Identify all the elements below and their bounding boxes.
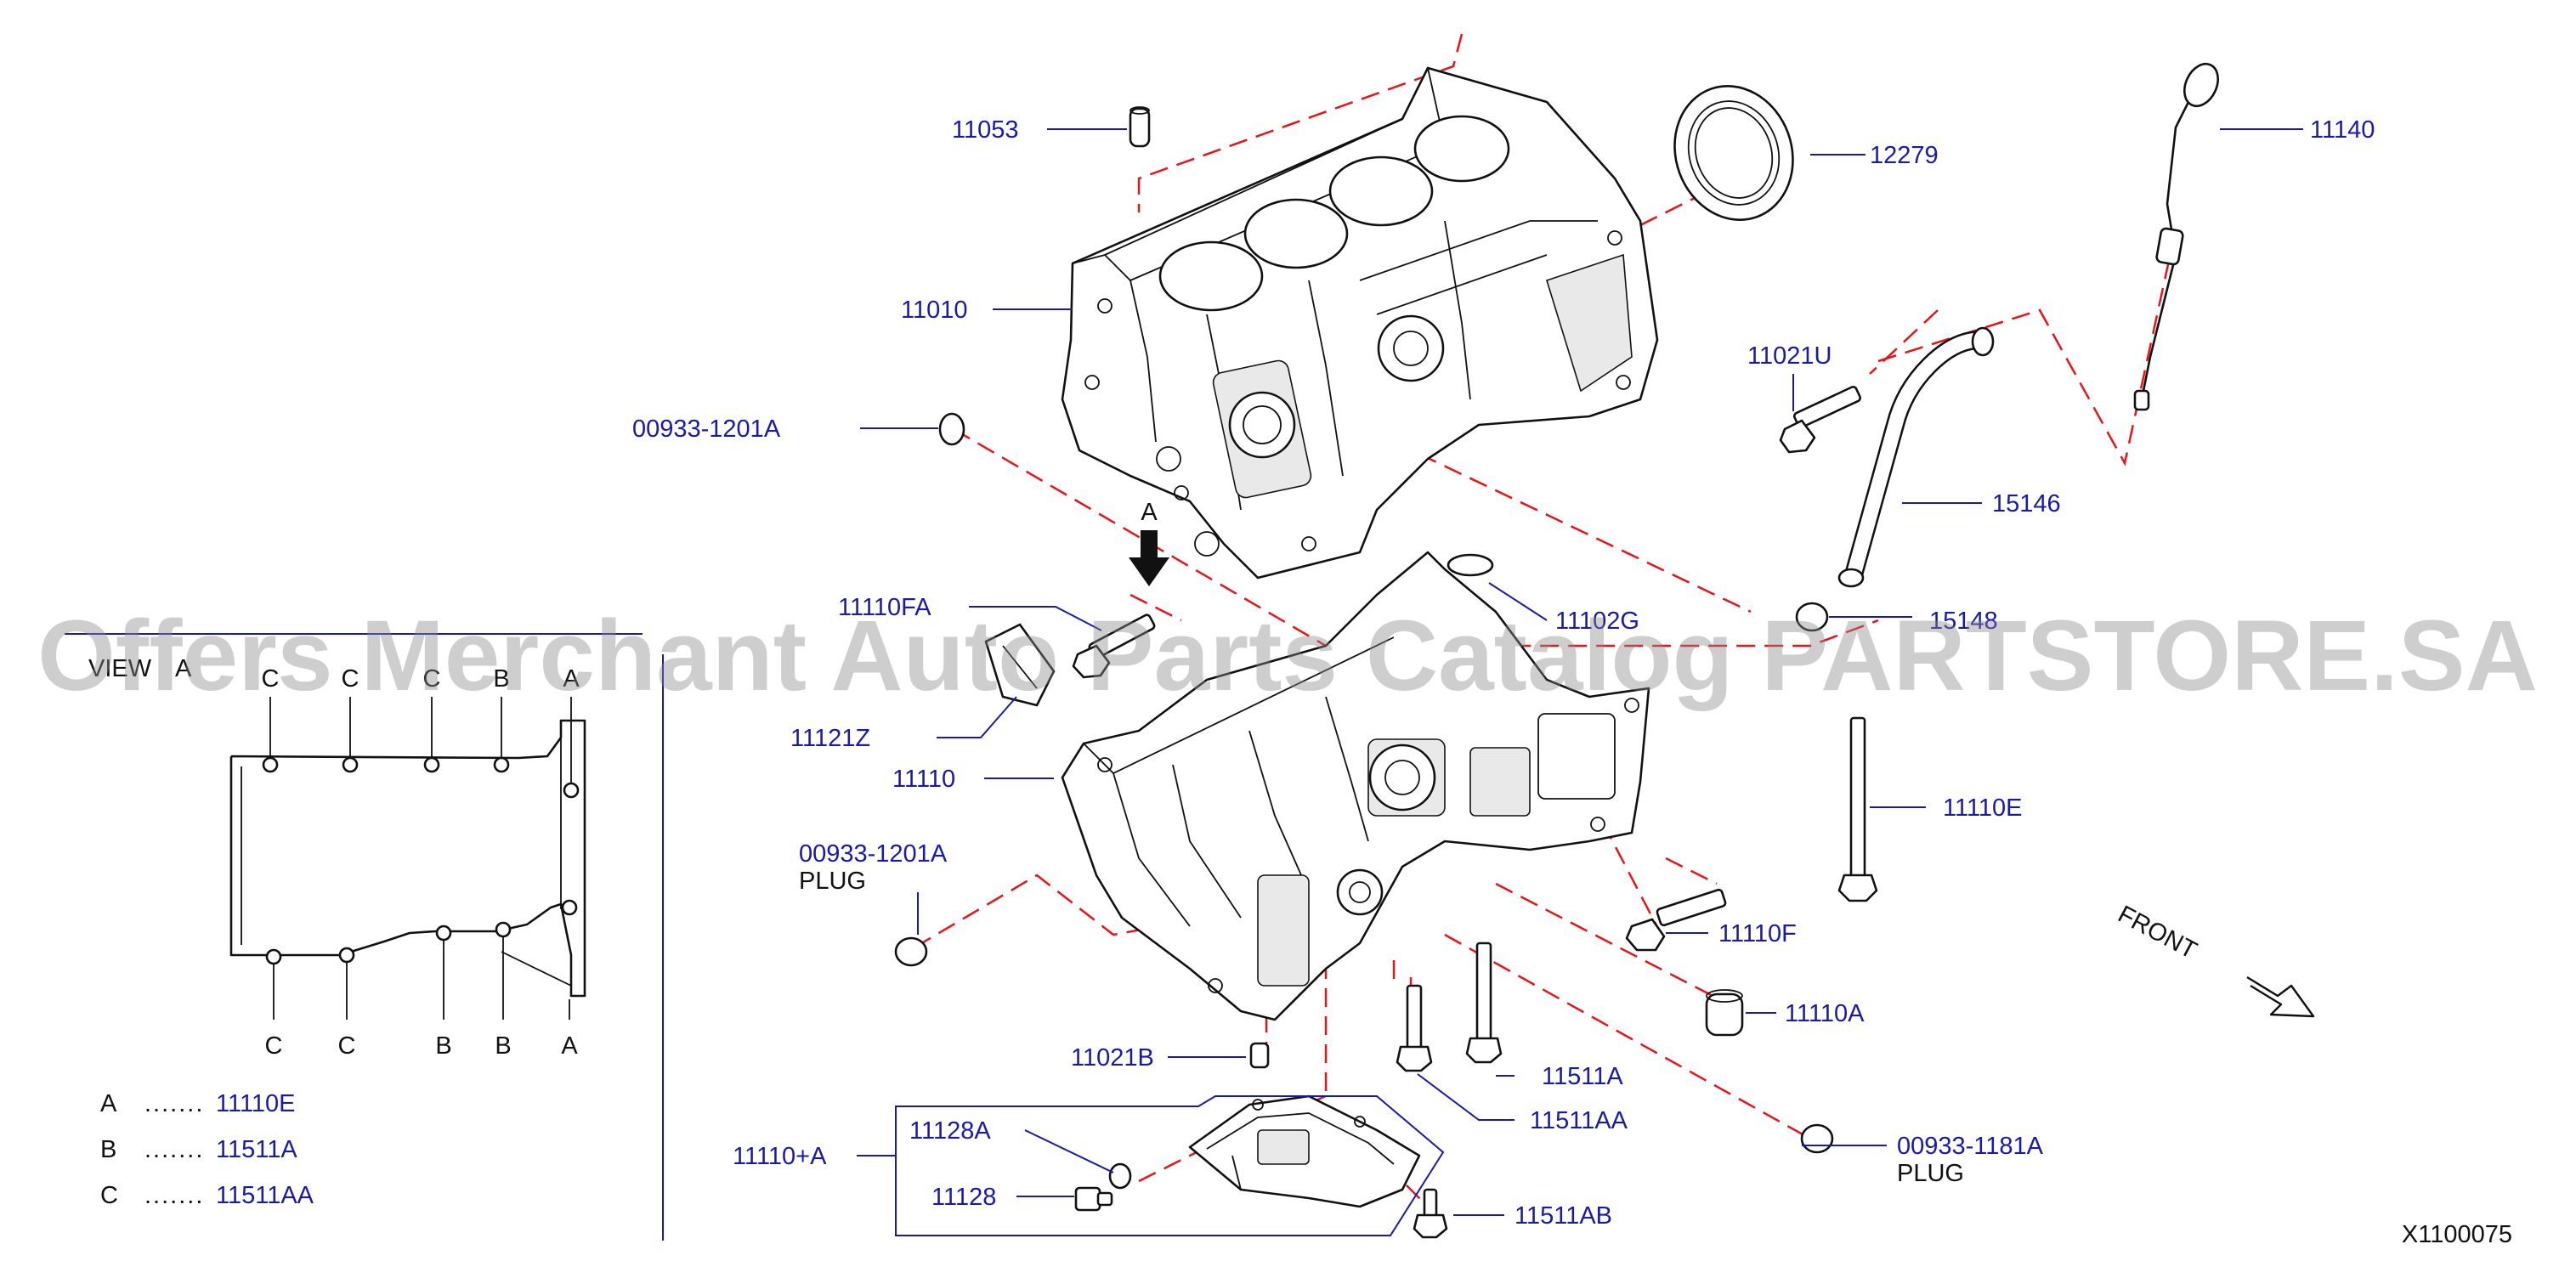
view-top-letter: C: [423, 665, 441, 693]
plug-icon: [938, 412, 965, 446]
cylinder-block-icon: [1061, 66, 1659, 580]
callout-00933-1181a: 00933-1181A: [1897, 1133, 2044, 1160]
plug-note: PLUG: [1897, 1160, 1964, 1187]
callout-12279: 12279: [1870, 142, 1939, 169]
view-top-letter: A: [563, 665, 580, 693]
dowel-pin-icon: [1249, 1042, 1270, 1069]
callout-00933-1201a-top: 00933-1201A: [632, 416, 781, 443]
callout-11110fa: 11110FA: [838, 594, 931, 621]
legend-key: C: [100, 1182, 118, 1209]
plug-note: PLUG: [799, 868, 866, 895]
callout-15148: 15148: [1929, 608, 1998, 635]
o-ring-icon: [1795, 602, 1829, 632]
callout-11121z: 11121Z: [790, 725, 870, 752]
callout-11102g: 11102G: [1555, 608, 1639, 635]
callout-11021u: 11021U: [1747, 342, 1832, 370]
callout-11053: 11053: [952, 116, 1019, 144]
callout-11128a: 11128A: [909, 1117, 991, 1145]
front-label: FRONT: [2114, 901, 2201, 964]
callout-11511a: 11511A: [1542, 1063, 1623, 1090]
callout-11110-plus-a: 11110+A: [733, 1143, 827, 1170]
view-bottom-letter: C: [338, 1032, 356, 1060]
gasket-icon: [1447, 553, 1494, 577]
dowel-pin-icon: [1705, 989, 1744, 1037]
legend-dots: .......: [144, 1182, 204, 1209]
bolt-icon: [1396, 984, 1433, 1072]
legend-key: B: [100, 1136, 116, 1163]
view-panel-title: VIEW: [88, 655, 152, 682]
callout-labels: 11053 12279 11140 11010 11021U 00933-120…: [632, 116, 2375, 1230]
legend-part: 11511A: [216, 1136, 297, 1163]
plug-icon: [894, 936, 928, 967]
front-indicator: FRONT: [2114, 901, 2315, 1018]
legend-dots: .......: [144, 1090, 204, 1117]
view-top-letter: C: [262, 665, 280, 693]
view-a-panel: VIEW A C C C B A: [65, 633, 664, 1241]
small-parts: [894, 62, 2219, 1239]
legend-part: 11511AA: [216, 1182, 314, 1209]
view-bottom-letter: B: [495, 1032, 511, 1060]
callout-11110e: 11110E: [1943, 794, 2023, 822]
bolt-icon: [1413, 1188, 1448, 1239]
callout-15146: 15146: [1992, 490, 2061, 517]
oil-tube-icon: [1837, 326, 1995, 588]
oil-seal-icon: [1673, 85, 1794, 221]
view-bottom-letter: B: [435, 1032, 451, 1060]
dipstick-icon: [2133, 62, 2219, 411]
long-bolt-icon: [1837, 716, 1878, 902]
oil-pan-group-frame: [895, 1095, 1445, 1236]
callout-11010: 11010: [901, 297, 968, 324]
bolt-icon: [1072, 614, 1156, 679]
legend-part: 11110E: [216, 1090, 296, 1117]
callout-11110a: 11110A: [1785, 1000, 1865, 1027]
view-bottom-bolts: [265, 899, 578, 1020]
callout-11110f: 11110F: [1718, 920, 1797, 947]
view-panel-title-letter: A: [175, 655, 192, 682]
callout-00933-1201a-plug: 00933-1201A: [799, 840, 948, 868]
bolt-icon: [1779, 385, 1862, 454]
oil-pan-icon: [1188, 1094, 1421, 1208]
legend-dots: .......: [144, 1136, 204, 1163]
dowel-pin-icon: [1129, 106, 1151, 148]
callout-11140: 11140: [2310, 116, 2375, 144]
view-bottom-letter: C: [265, 1032, 283, 1060]
callout-11110: 11110: [892, 766, 955, 793]
watermark-text: Offers Merchant Auto Parts Catalog PARTS…: [37, 600, 2538, 712]
view-bottom-letter: A: [561, 1032, 578, 1060]
drain-plug-icon: [1074, 1186, 1113, 1212]
callout-11511ab: 11511AB: [1514, 1202, 1612, 1230]
view-arrow: A: [1129, 499, 1169, 586]
view-top-bolts: [262, 697, 580, 799]
bolt-icon: [1625, 888, 1727, 952]
front-arrow-icon: [2246, 975, 2315, 1018]
callout-11511aa: 11511AA: [1530, 1107, 1628, 1134]
crankcase-icon: [1061, 551, 1650, 1021]
bolt-icon: [1465, 942, 1503, 1064]
washer-icon: [1108, 1162, 1132, 1190]
view-arrow-letter: A: [1141, 499, 1158, 526]
callout-11021b: 11021B: [1071, 1044, 1154, 1072]
legend-key: A: [100, 1090, 117, 1117]
view-legend: A ....... 11110E B ....... 11511A C ....…: [100, 1090, 314, 1209]
view-top-letter: B: [493, 665, 509, 693]
view-top-letter: C: [342, 665, 360, 693]
plug-icon: [1800, 1123, 1834, 1154]
callout-11128: 11128: [931, 1184, 996, 1211]
bracket-icon: [984, 623, 1056, 707]
leader-lines: [857, 128, 2303, 1216]
diagram-id: X1100075: [2402, 1221, 2512, 1248]
